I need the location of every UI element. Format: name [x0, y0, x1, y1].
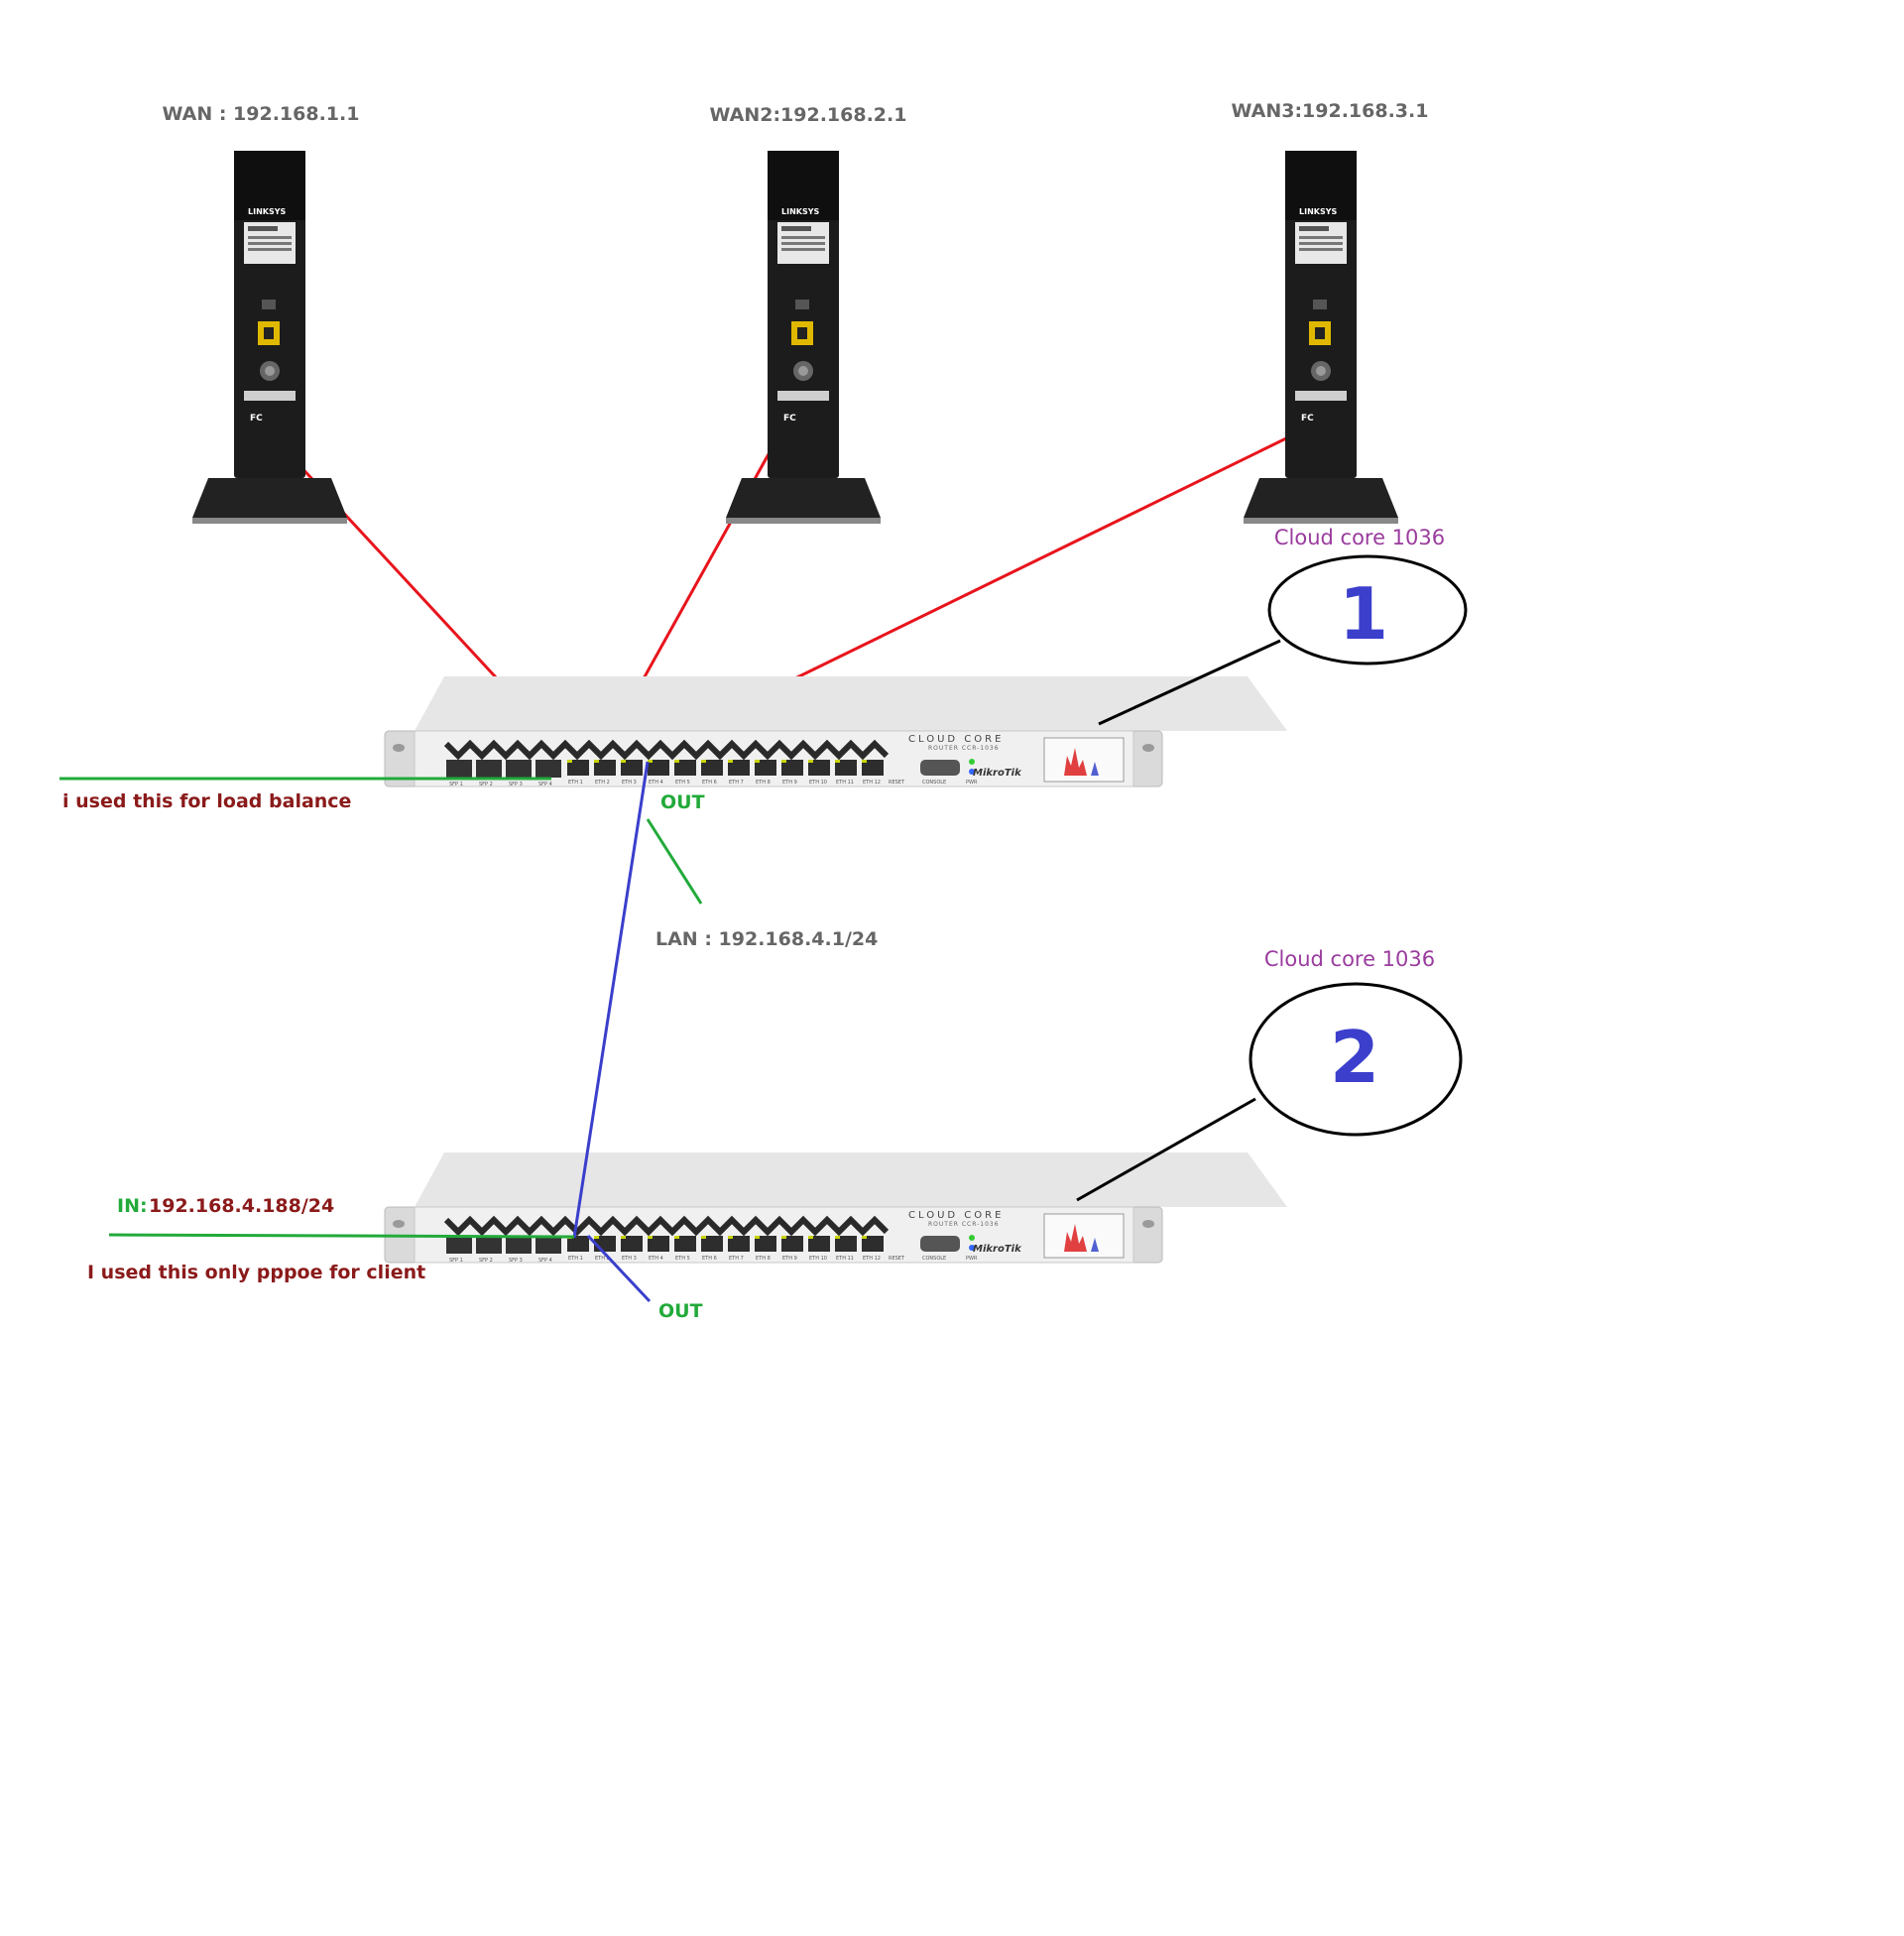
in-value-label: 192.168.4.188/24 — [149, 1195, 334, 1217]
out-bottom-link — [586, 1234, 652, 1303]
modem-label-wan2: WAN2:192.168.2.1 — [710, 104, 907, 126]
load-balance-note: i used this for load balance — [62, 790, 351, 812]
sfp-port-label: SFP 2 — [479, 782, 493, 787]
out-top-label: OUT — [660, 791, 705, 813]
eth-port-label: ETH 4 — [649, 780, 663, 786]
eth-port-label: ETH 2 — [595, 780, 610, 786]
console-label: CONSOLE — [922, 780, 946, 786]
modem-wan1: LINKSYS FC — [192, 151, 347, 524]
eth-port-label: ETH 12 — [863, 1256, 881, 1262]
eth-port-label: ETH 9 — [782, 780, 797, 786]
reset-label: RESET — [889, 780, 905, 786]
console-label: CONSOLE — [922, 1256, 946, 1262]
router-1-leader-line — [1098, 639, 1281, 726]
modem-wan2: LINKSYS FC — [726, 151, 881, 524]
eth-port-label: ETH 1 — [568, 1256, 583, 1262]
router-brand: MikroTik — [973, 768, 1022, 779]
router-2-caption: Cloud core 1036 — [1264, 947, 1435, 971]
eth-port-label: ETH 11 — [836, 1256, 854, 1262]
router-brand: MikroTik — [973, 1244, 1022, 1255]
router-1-number: 1 — [1339, 572, 1388, 656]
modem-brand: LINKSYS — [1299, 207, 1338, 216]
eth-port-label: ETH 11 — [836, 780, 854, 786]
eth-port-label: ETH 2 — [595, 1256, 610, 1262]
in-prefix-label: IN: — [117, 1195, 148, 1217]
router-front-title: CLOUD CORE — [908, 1210, 1004, 1221]
lan-label: LAN : 192.168.4.1/24 — [655, 928, 878, 950]
modem-brand: LINKSYS — [781, 207, 820, 216]
router-2: CLOUD CORE ROUTER CCR-1036 MikroTik SFP … — [385, 1152, 1287, 1264]
eth-port-label: ETH 5 — [675, 780, 690, 786]
eth-port-label: ETH 7 — [729, 1256, 744, 1262]
eth-port-label: ETH 8 — [756, 1256, 771, 1262]
sfp-port-label: SFP 1 — [449, 1258, 463, 1264]
pwr-label: PWR — [966, 780, 978, 786]
sfp-port-label: SFP 3 — [509, 1258, 523, 1264]
reset-label: RESET — [889, 1256, 905, 1262]
router-front-subtitle: ROUTER CCR-1036 — [928, 745, 1000, 752]
eth-port-label: ETH 7 — [729, 780, 744, 786]
router-2-leader-line — [1076, 1097, 1256, 1202]
pppoe-note: I used this only pppoe for client — [87, 1262, 425, 1283]
sfp-port-label: SFP 4 — [538, 782, 552, 787]
router-front-subtitle: ROUTER CCR-1036 — [928, 1221, 1000, 1228]
out-bottom-label: OUT — [658, 1300, 703, 1322]
router-1: CLOUD CORE ROUTER CCR-1036 MikroTik SFP … — [385, 676, 1287, 787]
modem-marks: FC — [783, 414, 796, 424]
eth-port-label: ETH 6 — [702, 1256, 717, 1262]
sfp-port-label: SFP 4 — [538, 1258, 552, 1264]
lan-link — [572, 761, 650, 1239]
lan-pointer — [646, 818, 703, 905]
eth-port-label: ETH 4 — [649, 1256, 663, 1262]
eth-port-label: ETH 3 — [622, 1256, 637, 1262]
router-2-number-circle — [1249, 982, 1463, 1137]
modem-wan3: LINKSYS FC — [1244, 151, 1398, 524]
sfp-port-label: SFP 3 — [509, 782, 523, 787]
modem-marks: FC — [1301, 414, 1314, 424]
eth-port-label: ETH 10 — [809, 1256, 827, 1262]
router-1-number-circle — [1267, 554, 1468, 666]
router-front-title: CLOUD CORE — [908, 734, 1004, 745]
sfp-port-label: SFP 2 — [479, 1258, 493, 1264]
eth-port-label: ETH 5 — [675, 1256, 690, 1262]
eth-port-label: ETH 9 — [782, 1256, 797, 1262]
eth-port-label: ETH 10 — [809, 780, 827, 786]
pwr-label: PWR — [966, 1256, 978, 1262]
eth-port-label: ETH 6 — [702, 780, 717, 786]
router-2-number: 2 — [1330, 1016, 1379, 1099]
modem-marks: FC — [250, 414, 263, 424]
in-pointer — [108, 1233, 575, 1239]
eth-port-label: ETH 8 — [756, 780, 771, 786]
sfp-port-label: SFP 1 — [449, 782, 463, 787]
modem-label-wan1: WAN : 192.168.1.1 — [163, 103, 360, 125]
modem-brand: LINKSYS — [248, 207, 287, 216]
eth-port-label: ETH 12 — [863, 780, 881, 786]
modem-label-wan3: WAN3:192.168.3.1 — [1232, 100, 1429, 122]
router-1-caption: Cloud core 1036 — [1274, 526, 1445, 549]
eth-port-label: ETH 1 — [568, 780, 583, 786]
eth-port-label: ETH 3 — [622, 780, 637, 786]
